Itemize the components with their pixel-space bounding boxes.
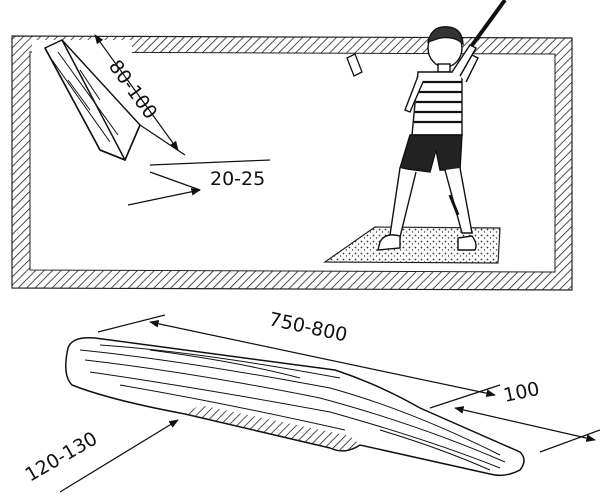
- bat-width-label: 120-130: [22, 428, 102, 487]
- chip-width-label: 20-25: [210, 168, 265, 190]
- handle-length-label: 100: [501, 378, 541, 407]
- bat-dimensions: [59, 314, 600, 493]
- chip-dimensions: [94, 34, 271, 206]
- flying-chip: [346, 53, 363, 77]
- bat-drawing: [65, 336, 525, 477]
- bat-length-label: 750-800: [267, 308, 349, 346]
- boy-figure: [377, 0, 507, 251]
- chip-drawing: [43, 39, 141, 161]
- batting-square: [323, 226, 501, 264]
